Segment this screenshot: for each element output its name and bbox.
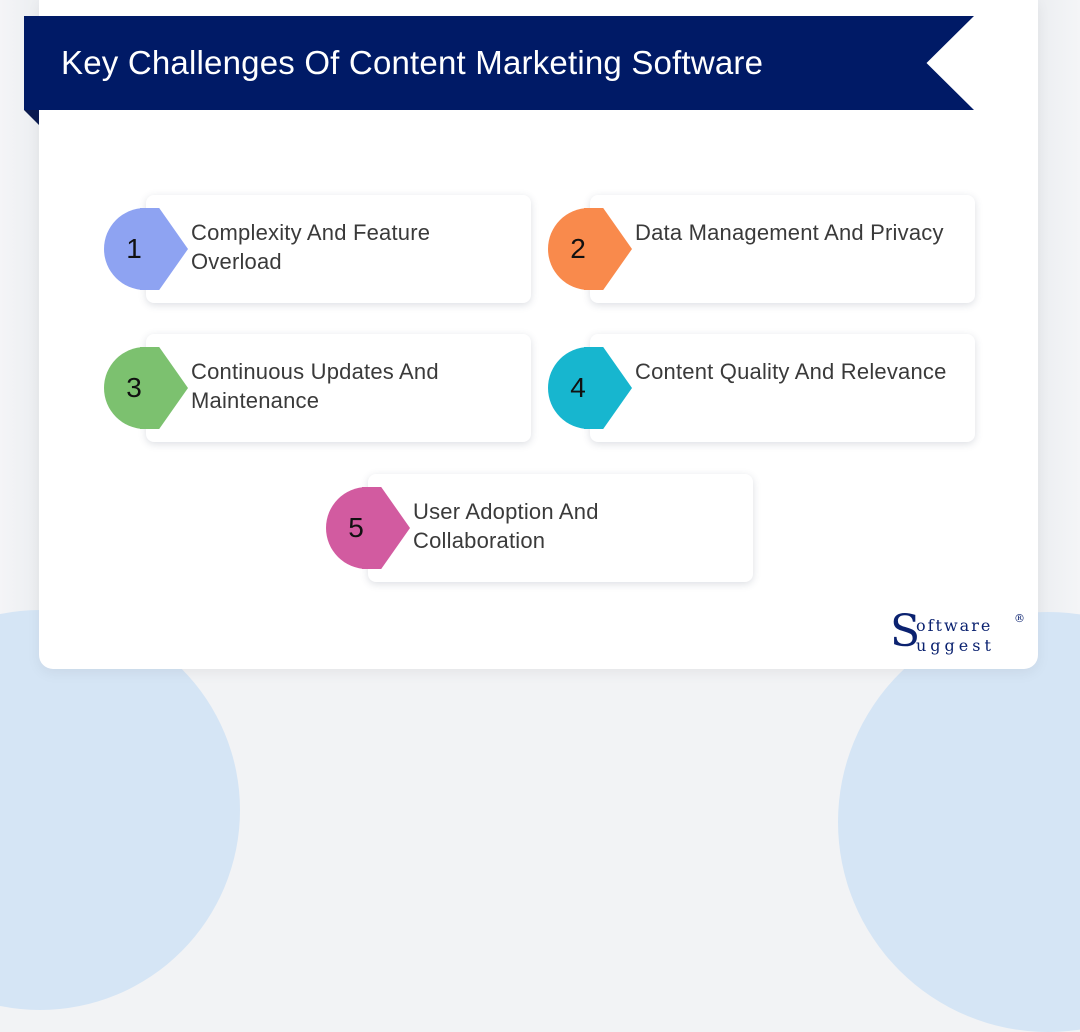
softwaresuggest-logo: S oftware ® uggest <box>890 608 1030 658</box>
logo-top-text: oftware <box>916 616 993 635</box>
challenge-card <box>590 195 975 303</box>
challenge-number: 2 <box>570 233 586 264</box>
decorative-blob-left <box>0 610 240 1010</box>
challenge-card <box>146 334 531 442</box>
page-title: Key Challenges Of Content Marketing Soft… <box>61 44 764 81</box>
challenge-label: Data Management And Privacy <box>635 220 944 245</box>
challenge-label: User Adoption And Collaboration <box>413 499 599 553</box>
challenge-label: Content Quality And Relevance <box>635 359 947 384</box>
decorative-blob-right <box>838 612 1080 1032</box>
logo-initial: S <box>890 606 921 657</box>
title-banner <box>24 16 974 110</box>
challenge-item-3: 3 Continuous Updates And Maintenance <box>104 334 534 444</box>
registered-icon: ® <box>1014 612 1025 625</box>
challenge-item-5: 5 User Adoption And Collaboration <box>326 474 756 584</box>
challenge-card <box>368 474 753 582</box>
challenge-number: 4 <box>570 372 586 403</box>
challenge-item-4: 4 Content Quality And Relevance <box>548 334 978 444</box>
challenge-item-1: 1 Complexity And Feature Overload <box>104 195 534 305</box>
challenge-card <box>146 195 531 303</box>
challenge-label: Complexity And Feature Overload <box>191 220 431 274</box>
challenge-number: 5 <box>348 512 364 543</box>
background-strip-right <box>1038 0 1080 711</box>
challenge-number: 3 <box>126 372 142 403</box>
challenge-label: Continuous Updates And Maintenance <box>191 359 439 413</box>
logo-bottom-text: uggest <box>916 636 995 655</box>
challenge-item-2: 2 Data Management And Privacy <box>548 195 978 305</box>
challenge-card <box>590 334 975 442</box>
challenge-number: 1 <box>126 233 142 264</box>
